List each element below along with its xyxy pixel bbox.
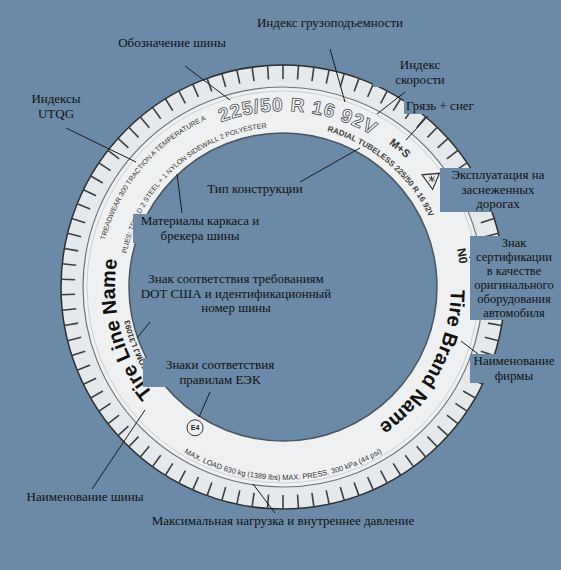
callout-label: Наименование шины — [25, 490, 146, 505]
leader-lines — [66, 49, 478, 513]
sidewall-marking: RADIAL TUBELESS 225/50 R 16 92V — [326, 124, 435, 218]
callout-label: Наименование фирмы — [470, 354, 558, 383]
sidewall-marking: MAX. LOAD 630 kg (1389 lbs) MAX. PRESS. … — [183, 446, 384, 482]
sidewall-marking: M+S — [387, 136, 413, 160]
sidewall-marking: Tire Brand Name — [376, 289, 469, 440]
callout-label: Обозначение шины — [116, 36, 228, 51]
callout-label: Индекс скорости — [373, 58, 467, 87]
callout-label: Грязь + снег — [404, 99, 476, 114]
callout-label: Индексы UTQG — [14, 92, 98, 121]
ece-circle — [187, 420, 203, 436]
sidewall-rib — [87, 91, 479, 483]
tread-pattern — [61, 65, 505, 509]
callout-label: Знак сертификации в качестве оригинально… — [470, 236, 558, 320]
callout-label: Индекс грузоподъемности — [255, 16, 405, 31]
tread-ring — [61, 65, 505, 509]
ece-code: E4 — [191, 424, 200, 431]
rim-opening — [129, 133, 437, 441]
callout-label: Знаки соответствия правилам ЕЭК — [143, 358, 297, 387]
ece-mark: E4 — [187, 420, 203, 436]
callout-label: Знак соответствия требованиям DOT США и … — [134, 272, 338, 316]
callout-label: Материалы каркаса и брекера шины — [133, 214, 267, 243]
sidewall — [83, 87, 483, 487]
callout-label: Эксплуатация на заснеженных дорогах — [440, 168, 556, 212]
callout-label: Максимальная нагрузка и внутреннее давле… — [150, 514, 417, 529]
callout-label: Тип конструкции — [205, 182, 305, 197]
sidewall-marking: N0 — [454, 247, 470, 265]
